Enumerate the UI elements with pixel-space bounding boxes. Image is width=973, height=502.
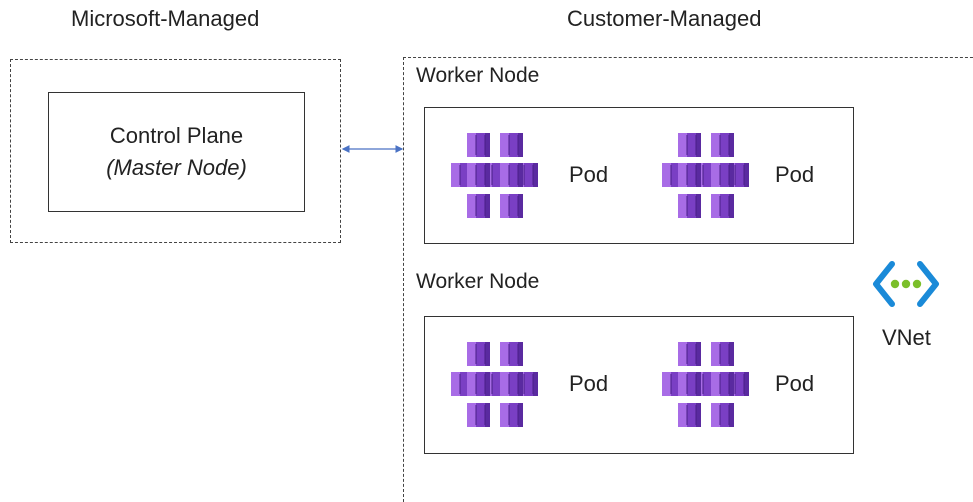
pod-label: Pod (569, 371, 609, 396)
worker-node-box-2 (424, 316, 854, 454)
control-plane-link-arrow (341, 145, 404, 153)
microsoft-managed-heading: Microsoft-Managed (71, 6, 260, 31)
control-plane-box: Control Plane (Master Node) (48, 92, 305, 212)
pod-label: Pod (569, 162, 609, 187)
worker-node-label-2: Worker Node (416, 270, 540, 293)
vnet-icon (873, 261, 939, 307)
vnet-label: VNet (882, 325, 931, 350)
pod-icon (445, 340, 555, 432)
microsoft-managed-region (10, 59, 341, 243)
pod-label: Pod (775, 371, 815, 396)
control-plane-subtitle: (Master Node) (106, 155, 247, 180)
pod-label: Pod (775, 162, 815, 187)
control-plane-title: Control Plane (109, 123, 244, 148)
worker-node-label-1: Worker Node (416, 64, 540, 87)
customer-managed-region (403, 57, 973, 502)
customer-managed-heading: Customer-Managed (567, 6, 762, 31)
pod-icon (656, 340, 766, 432)
pod-icon (445, 131, 555, 223)
worker-node-box-1 (424, 107, 854, 244)
pod-icon (656, 131, 766, 223)
